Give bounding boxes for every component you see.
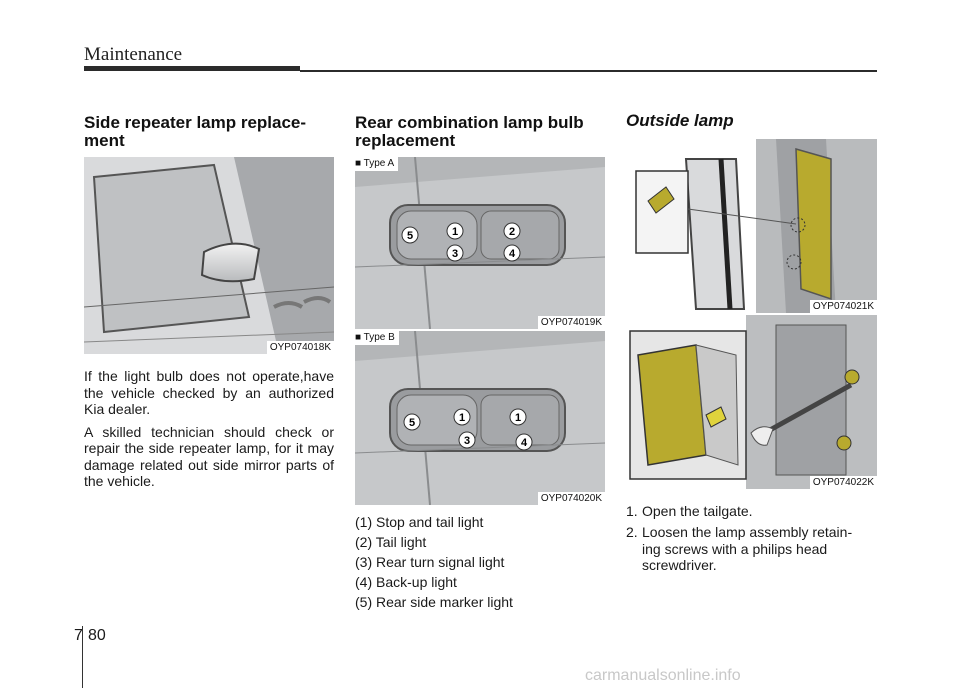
step-number: 1. bbox=[626, 503, 638, 519]
callout-label: 4 bbox=[521, 437, 528, 449]
figure-type-b: 5 1 1 3 4 ■ Type B OYP074020K bbox=[355, 331, 605, 505]
callout-label: 2 bbox=[509, 226, 515, 238]
side-mirror-illustration bbox=[84, 157, 334, 354]
figure-outside-lamp-top: OYP074021K bbox=[626, 139, 877, 313]
watermark: carmanualsonline.info bbox=[585, 667, 741, 684]
step-text: Loosen the lamp assembly retain- ing scr… bbox=[642, 524, 853, 573]
callout-group: 5 1 2 3 4 bbox=[401, 222, 521, 262]
rear-lamp-type-b-illustration: 5 1 1 3 4 bbox=[355, 331, 605, 505]
tailgate-open-illustration bbox=[626, 139, 877, 313]
lamp-screw-removal-illustration bbox=[626, 315, 877, 489]
figure-side-mirror: OYP074018K bbox=[84, 157, 334, 354]
figure-type-label: ■ Type B bbox=[355, 331, 399, 345]
footer-page-number: 80 bbox=[88, 627, 106, 644]
footer-divider bbox=[82, 626, 83, 688]
callout-label: 1 bbox=[459, 412, 465, 424]
step-1: 1. Open the tailgate. bbox=[626, 503, 877, 520]
step-2: 2. Loosen the lamp assembly retain- ing … bbox=[626, 524, 877, 576]
header-rule-thick bbox=[84, 66, 300, 71]
step-text: Open the tailgate. bbox=[642, 503, 753, 519]
callout-label: 3 bbox=[452, 248, 458, 260]
callout-label: 3 bbox=[464, 435, 470, 447]
figure-code: OYP074022K bbox=[809, 476, 877, 489]
figure-code: OYP074020K bbox=[537, 492, 605, 505]
callout-group: 5 1 1 3 4 bbox=[403, 408, 533, 451]
rear-lamp-type-a-illustration: 5 1 2 3 4 bbox=[355, 157, 605, 329]
callout-label: 5 bbox=[407, 230, 413, 242]
callout-label: 1 bbox=[515, 412, 521, 424]
header-rule-thin bbox=[300, 70, 877, 72]
figure-outside-lamp-bottom: OYP074022K bbox=[626, 315, 877, 489]
paragraph: A skilled technician should check or rep… bbox=[84, 423, 334, 490]
list-item: (3) Rear turn signal light bbox=[355, 554, 505, 570]
figure-type-a: 5 1 2 3 4 ■ Type A OYP074019K bbox=[355, 157, 605, 329]
left-body-text: If the light bulb does not operate,have … bbox=[84, 368, 334, 496]
list-item: (2) Tail light bbox=[355, 534, 427, 550]
figure-code: OYP074021K bbox=[809, 300, 877, 313]
heading-outside-lamp: Outside lamp bbox=[626, 111, 734, 130]
list-item: (1) Stop and tail light bbox=[355, 514, 484, 530]
figure-type-label: ■ Type A bbox=[355, 157, 399, 171]
callout-label: 4 bbox=[509, 248, 516, 260]
step-number: 2. bbox=[626, 524, 638, 540]
list-item: (5) Rear side marker light bbox=[355, 594, 513, 610]
callout-label: 5 bbox=[409, 417, 415, 429]
figure-code: OYP074018K bbox=[266, 341, 334, 354]
callout-label: 1 bbox=[452, 226, 458, 238]
heading-side-repeater: Side repeater lamp replace- ment bbox=[84, 113, 307, 150]
footer-chapter-number: 7 bbox=[74, 627, 83, 644]
paragraph: If the light bulb does not operate,have … bbox=[84, 368, 334, 417]
page-header-title: Maintenance bbox=[84, 44, 183, 65]
bulb-list: (1) Stop and tail light (2) Tail light (… bbox=[355, 512, 605, 612]
list-item: (4) Back-up light bbox=[355, 574, 457, 590]
figure-code: OYP074019K bbox=[537, 316, 605, 329]
heading-rear-combination: Rear combination lamp bulb replacement bbox=[355, 113, 584, 150]
